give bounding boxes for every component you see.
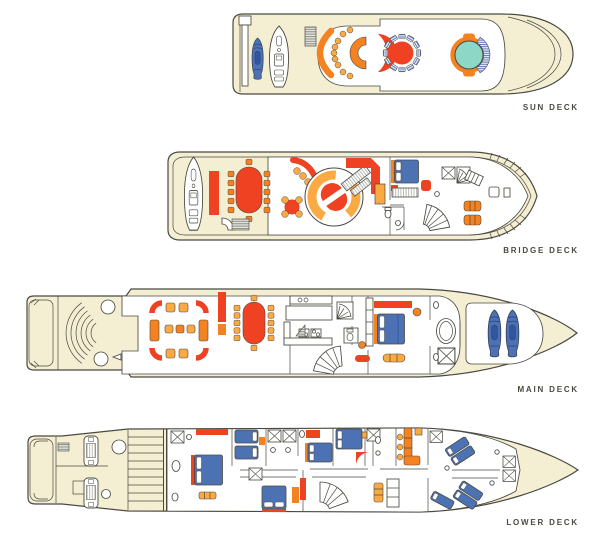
crew-mess (373, 427, 423, 508)
curved-staircase (422, 203, 451, 232)
deck-label-main: MAIN DECK (517, 385, 579, 394)
day-head (343, 327, 359, 344)
round-dining-table (382, 33, 422, 73)
windshield (489, 152, 527, 240)
sun-pads (476, 36, 491, 74)
twin-cabin (234, 429, 265, 460)
master-cabinet (374, 301, 412, 308)
bar-counter (349, 36, 367, 70)
shower (170, 430, 185, 444)
captain-chair (421, 180, 431, 191)
generator (111, 439, 127, 455)
sun-deck-plan (228, 8, 578, 103)
crew-bunks (429, 430, 483, 510)
master-bathroom (433, 301, 456, 365)
guest-cabin-aft (170, 429, 228, 502)
crew-bathrooms (444, 449, 516, 486)
swim-platform (28, 296, 59, 370)
al-fresco-dining-table (227, 158, 271, 223)
master-bench (355, 341, 406, 363)
helm-console (391, 187, 419, 198)
jet-ski (251, 37, 264, 80)
deck-label-lower: LOWER DECK (506, 518, 579, 527)
helm-seat (488, 186, 511, 198)
engine-room (83, 429, 167, 511)
spiral-stairs (336, 301, 354, 320)
deck-label-sun: SUN DECK (522, 103, 579, 112)
stool (412, 307, 422, 317)
crane-mast (238, 15, 252, 87)
aft-deck-tables (93, 299, 116, 367)
bathroom (382, 206, 405, 231)
jet-ski-starboard (505, 309, 520, 358)
deck-label-bridge: BRIDGE DECK (503, 246, 579, 255)
engine-port (83, 435, 99, 467)
salon-seating (149, 300, 209, 361)
side-table (434, 191, 440, 197)
stern-staircase (65, 302, 97, 364)
wardrobe-column (365, 297, 374, 347)
main-deck-plan (20, 280, 582, 385)
aft-stairs (221, 217, 250, 231)
diagonal-bar (340, 158, 386, 205)
bar-stools (330, 26, 354, 80)
sideboard (300, 478, 306, 500)
shower (437, 347, 456, 365)
foredeck-pad (465, 302, 544, 365)
double-cabins (305, 428, 381, 466)
dining-table (233, 294, 275, 352)
sun-pad (209, 171, 219, 215)
guest-bathrooms (267, 429, 305, 453)
spiral-stairs (319, 481, 349, 510)
jacuzzi (450, 33, 491, 77)
bar-bench (316, 27, 335, 79)
engine-starboard (83, 477, 99, 509)
sideboard (218, 292, 226, 335)
bow-tiers (507, 16, 556, 92)
deck-hatch (304, 26, 317, 47)
pantry-stairs (295, 324, 306, 337)
bridge-deck-plan (160, 145, 540, 243)
curved-staircase (313, 345, 343, 375)
game-table (281, 196, 303, 218)
engine-room-floor (127, 430, 163, 510)
vip-cabin (248, 467, 299, 512)
chart-table (464, 169, 484, 187)
lower-deck-plan (20, 420, 582, 522)
master-bed (374, 313, 405, 345)
transom-garage (29, 437, 108, 503)
settees (463, 200, 482, 226)
wardrobe (441, 166, 456, 180)
deck-hatch (57, 442, 70, 452)
jet-ski-port (487, 309, 502, 358)
